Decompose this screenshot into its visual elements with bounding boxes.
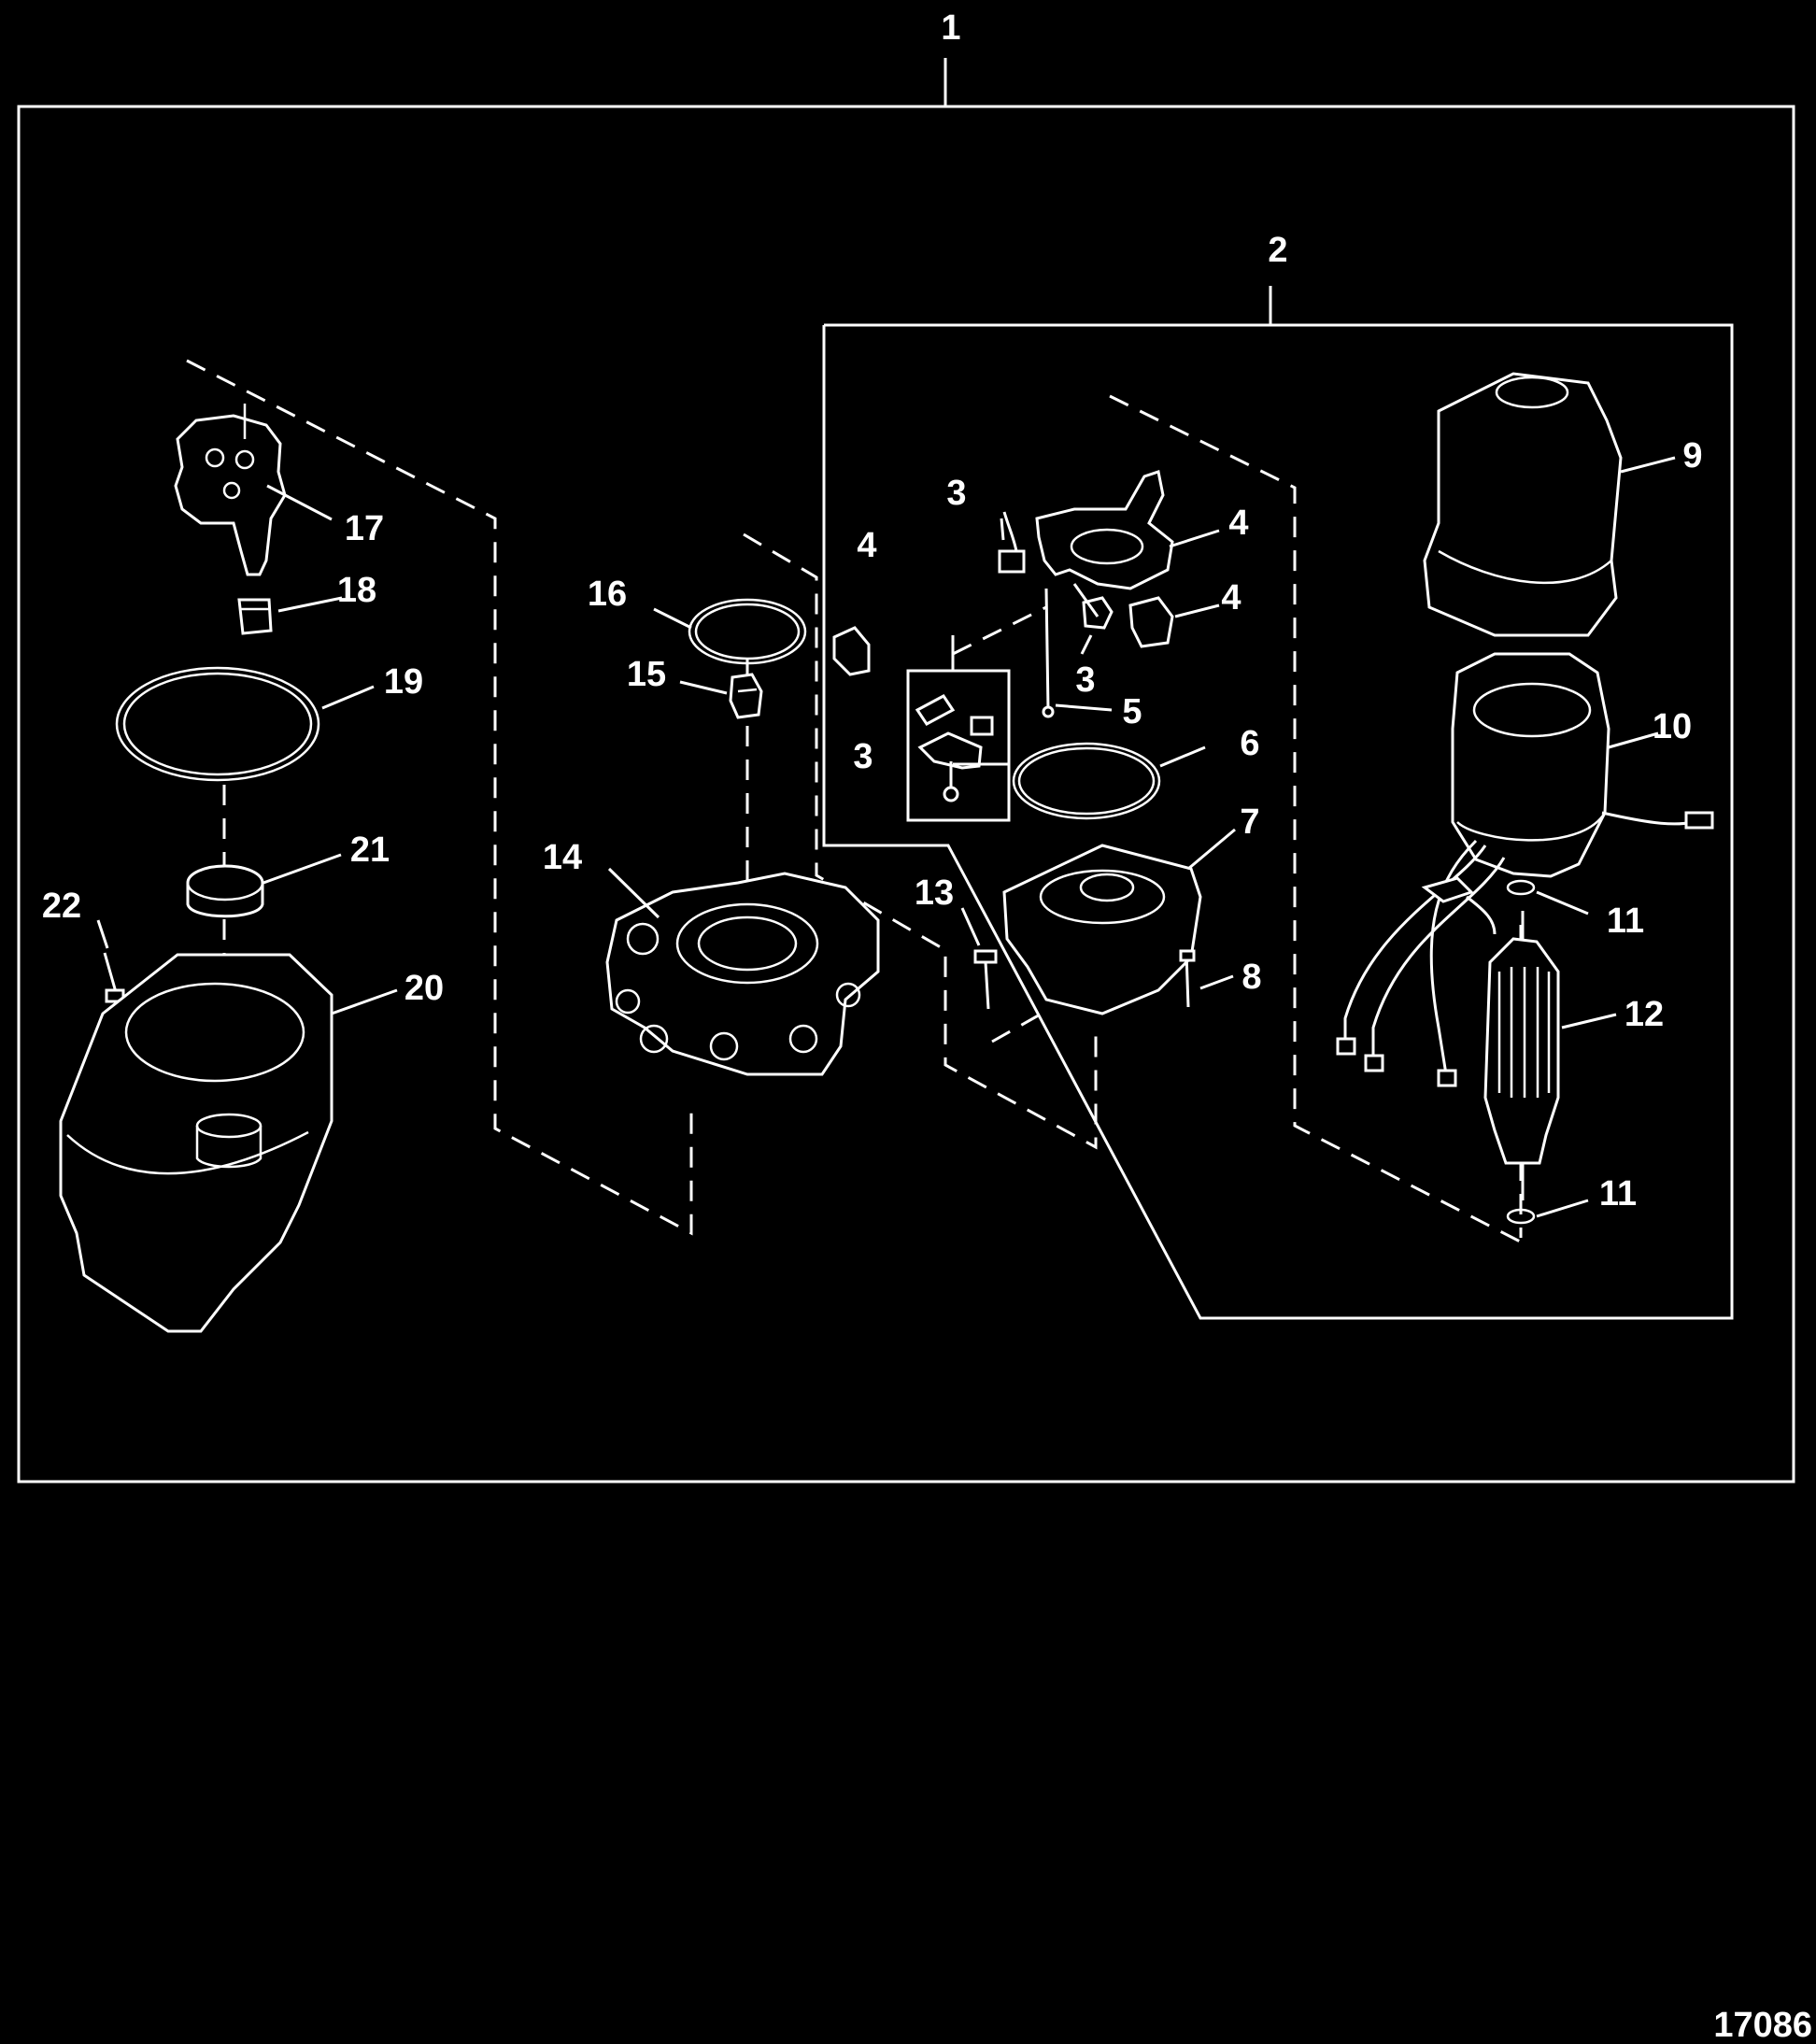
callout-5: 5 bbox=[1122, 692, 1142, 731]
callout-labels: 1 2 3 3 3 4 4 4 5 6 7 8 9 10 11 11 12 13… bbox=[42, 8, 1703, 1214]
o-ring-6-part bbox=[1012, 742, 1161, 820]
pump-cover-part bbox=[174, 404, 287, 576]
callout-8: 8 bbox=[1241, 958, 1261, 997]
brush-3-upper-part bbox=[998, 511, 1026, 574]
callout-1: 1 bbox=[941, 8, 960, 48]
callout-10: 10 bbox=[1653, 707, 1692, 746]
pump-housing-part bbox=[605, 872, 880, 1076]
assembly-outline bbox=[17, 58, 1795, 1483]
brush-detail-box bbox=[906, 635, 1011, 822]
callout-4-c: 4 bbox=[1221, 578, 1241, 617]
callout-19: 19 bbox=[384, 662, 423, 702]
callout-16: 16 bbox=[588, 575, 627, 614]
callout-21: 21 bbox=[350, 830, 390, 870]
screw-13-part bbox=[973, 949, 998, 1010]
callout-4-a: 4 bbox=[857, 526, 876, 565]
clip-4-right-part bbox=[1082, 596, 1174, 648]
leader-lines bbox=[96, 456, 1676, 1218]
callout-14: 14 bbox=[543, 838, 582, 877]
callout-18: 18 bbox=[337, 571, 376, 610]
subassembly-outline bbox=[822, 286, 1734, 1320]
callout-11-b: 11 bbox=[1599, 1174, 1637, 1214]
callout-9: 9 bbox=[1682, 436, 1702, 476]
washer-11-upper-part bbox=[1506, 879, 1536, 896]
callout-17: 17 bbox=[345, 509, 384, 548]
o-ring-19-part bbox=[115, 666, 320, 782]
brush-holder-part bbox=[1035, 470, 1174, 590]
callout-12: 12 bbox=[1624, 995, 1664, 1034]
callout-15: 15 bbox=[627, 655, 666, 694]
reservoir-part bbox=[59, 953, 333, 1333]
filter-part bbox=[237, 598, 273, 635]
motor-cover-part bbox=[1423, 372, 1623, 637]
callout-11-a: 11 bbox=[1607, 901, 1644, 941]
motor-frame-part bbox=[1336, 652, 1714, 1087]
dashed-guides bbox=[186, 359, 1526, 1246]
fill-cap-part bbox=[186, 864, 264, 918]
valve-15-part bbox=[729, 673, 763, 719]
callout-3-a: 3 bbox=[946, 474, 966, 513]
o-ring-16-part bbox=[688, 598, 807, 665]
callout-3-b: 3 bbox=[1075, 660, 1095, 700]
figure-reference-number: 17086 bbox=[1713, 2006, 1812, 2044]
screw-8-part bbox=[1179, 949, 1196, 1008]
callout-4-b: 4 bbox=[1228, 504, 1248, 543]
clip-4-left-part bbox=[832, 626, 871, 676]
callout-13: 13 bbox=[915, 873, 954, 913]
callout-7: 7 bbox=[1240, 802, 1259, 842]
callout-20: 20 bbox=[404, 969, 444, 1008]
screw-22-part bbox=[103, 952, 125, 1003]
callout-6: 6 bbox=[1240, 724, 1259, 763]
rod-5-part bbox=[1042, 588, 1055, 718]
washer-11-lower-part bbox=[1506, 1208, 1536, 1225]
callout-3-c: 3 bbox=[853, 737, 873, 776]
end-cap-7-part bbox=[1002, 844, 1202, 1015]
callout-2: 2 bbox=[1268, 231, 1287, 270]
armature-part bbox=[1483, 911, 1560, 1200]
callout-22: 22 bbox=[42, 887, 81, 926]
